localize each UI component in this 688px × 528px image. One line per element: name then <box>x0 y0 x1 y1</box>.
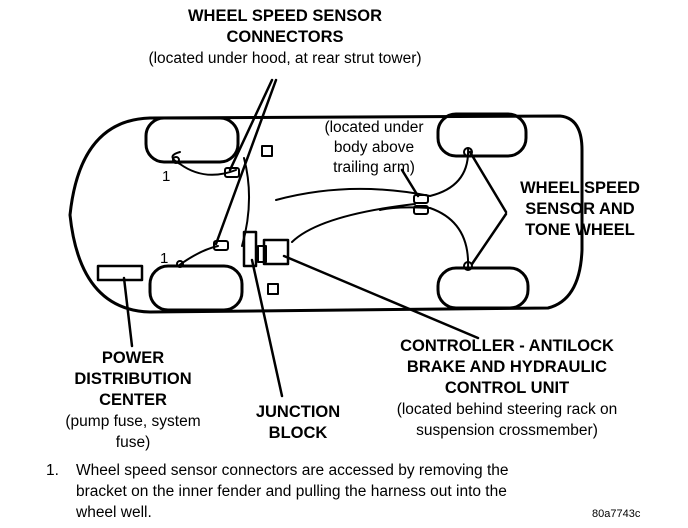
label-pdc-title-3: CENTER <box>99 391 167 409</box>
wheel-rear-right <box>436 266 530 310</box>
sensor-rear-left <box>463 147 473 157</box>
label-junction-title-1: JUNCTION <box>255 403 341 421</box>
footnote-line-1: Wheel speed sensor connectors are access… <box>76 462 509 479</box>
label-junction-title-2: BLOCK <box>268 424 328 442</box>
label-controller-antilock: CONTROLLER - ANTILOCK BRAKE AND HYDRAULI… <box>372 336 642 441</box>
harness-rear-right <box>379 206 470 269</box>
label-rear-location-1: (located under <box>324 119 424 136</box>
label-sensor-tone-wheel: WHEEL SPEED SENSOR AND TONE WHEEL <box>506 178 654 241</box>
label-connectors-title-1: WHEEL SPEED SENSOR <box>187 7 383 25</box>
label-connectors-title-2: CONNECTORS <box>226 28 344 46</box>
leader-connectors-1 <box>228 78 274 172</box>
label-sensor-tone-1: WHEEL SPEED <box>520 179 640 197</box>
figure-id: 80a7743c <box>592 508 641 520</box>
vehicle-body-outline <box>68 114 584 314</box>
label-power-distribution-center: POWER DISTRIBUTION CENTER (pump fuse, sy… <box>44 348 222 453</box>
harness-front-right <box>177 245 219 267</box>
label-connectors-note: (located under hood, at rear strut tower… <box>148 50 422 67</box>
leader-connectors-2 <box>214 78 278 246</box>
controller-hcu-outline <box>262 238 290 266</box>
power-distribution-center-outline <box>96 264 144 282</box>
label-controller-note-1: (located behind steering rack on <box>396 401 618 418</box>
leader-pdc <box>122 276 134 348</box>
footnote-line-3: wheel well. <box>76 504 152 521</box>
label-controller-note-2: suspension crossmember) <box>416 422 598 439</box>
label-pdc-title-2: DISTRIBUTION <box>74 370 192 388</box>
sensor-rear-right <box>463 261 473 271</box>
footnote-number: 1. <box>46 462 59 479</box>
leader-junction <box>250 258 284 398</box>
clip-lower <box>267 283 279 295</box>
footnote-line-2: bracket on the inner fender and pulling … <box>76 483 507 500</box>
leader-sensor-rear-left <box>468 150 508 214</box>
label-junction-block: JUNCTION BLOCK <box>240 402 356 444</box>
footnote-text: Wheel speed sensor connectors are access… <box>76 460 509 523</box>
label-rear-location-2: body above <box>333 139 415 156</box>
label-rear-location: (located under body above trailing arm) <box>306 118 442 178</box>
wheel-rear-left <box>436 112 528 158</box>
label-sensor-tone-2: SENSOR AND <box>525 200 635 218</box>
label-controller-title-3: CONTROL UNIT <box>444 379 570 397</box>
leader-rear-location <box>400 168 420 198</box>
wheel-front-right <box>148 264 244 312</box>
label-controller-title-1: CONTROLLER - ANTILOCK <box>400 337 614 355</box>
label-pdc-note-1: (pump fuse, system <box>65 413 201 430</box>
connector-rear-b <box>413 205 429 215</box>
label-pdc-title-1: POWER <box>101 349 165 367</box>
connector-rear-a <box>413 194 429 204</box>
harness-front-left <box>171 151 237 176</box>
clip-upper <box>261 145 273 157</box>
label-wheel-speed-sensor-connectors: WHEEL SPEED SENSOR CONNECTORS (located u… <box>110 6 460 69</box>
junction-block-outline <box>242 230 258 268</box>
wheel-front-left <box>144 116 240 164</box>
label-pdc-note-2: fuse) <box>115 434 151 451</box>
leader-sensor-rear-right <box>470 212 508 266</box>
connector-front-right <box>213 240 229 251</box>
label-controller-title-2: BRAKE AND HYDRAULIC <box>406 358 608 376</box>
leader-controller <box>282 254 480 340</box>
callout-1-top: 1 <box>162 168 171 185</box>
label-rear-location-3: trailing arm) <box>333 159 415 176</box>
harness-to-controller <box>291 203 416 243</box>
label-sensor-tone-3: TONE WHEEL <box>525 221 635 239</box>
callout-1-bottom: 1 <box>160 250 169 267</box>
